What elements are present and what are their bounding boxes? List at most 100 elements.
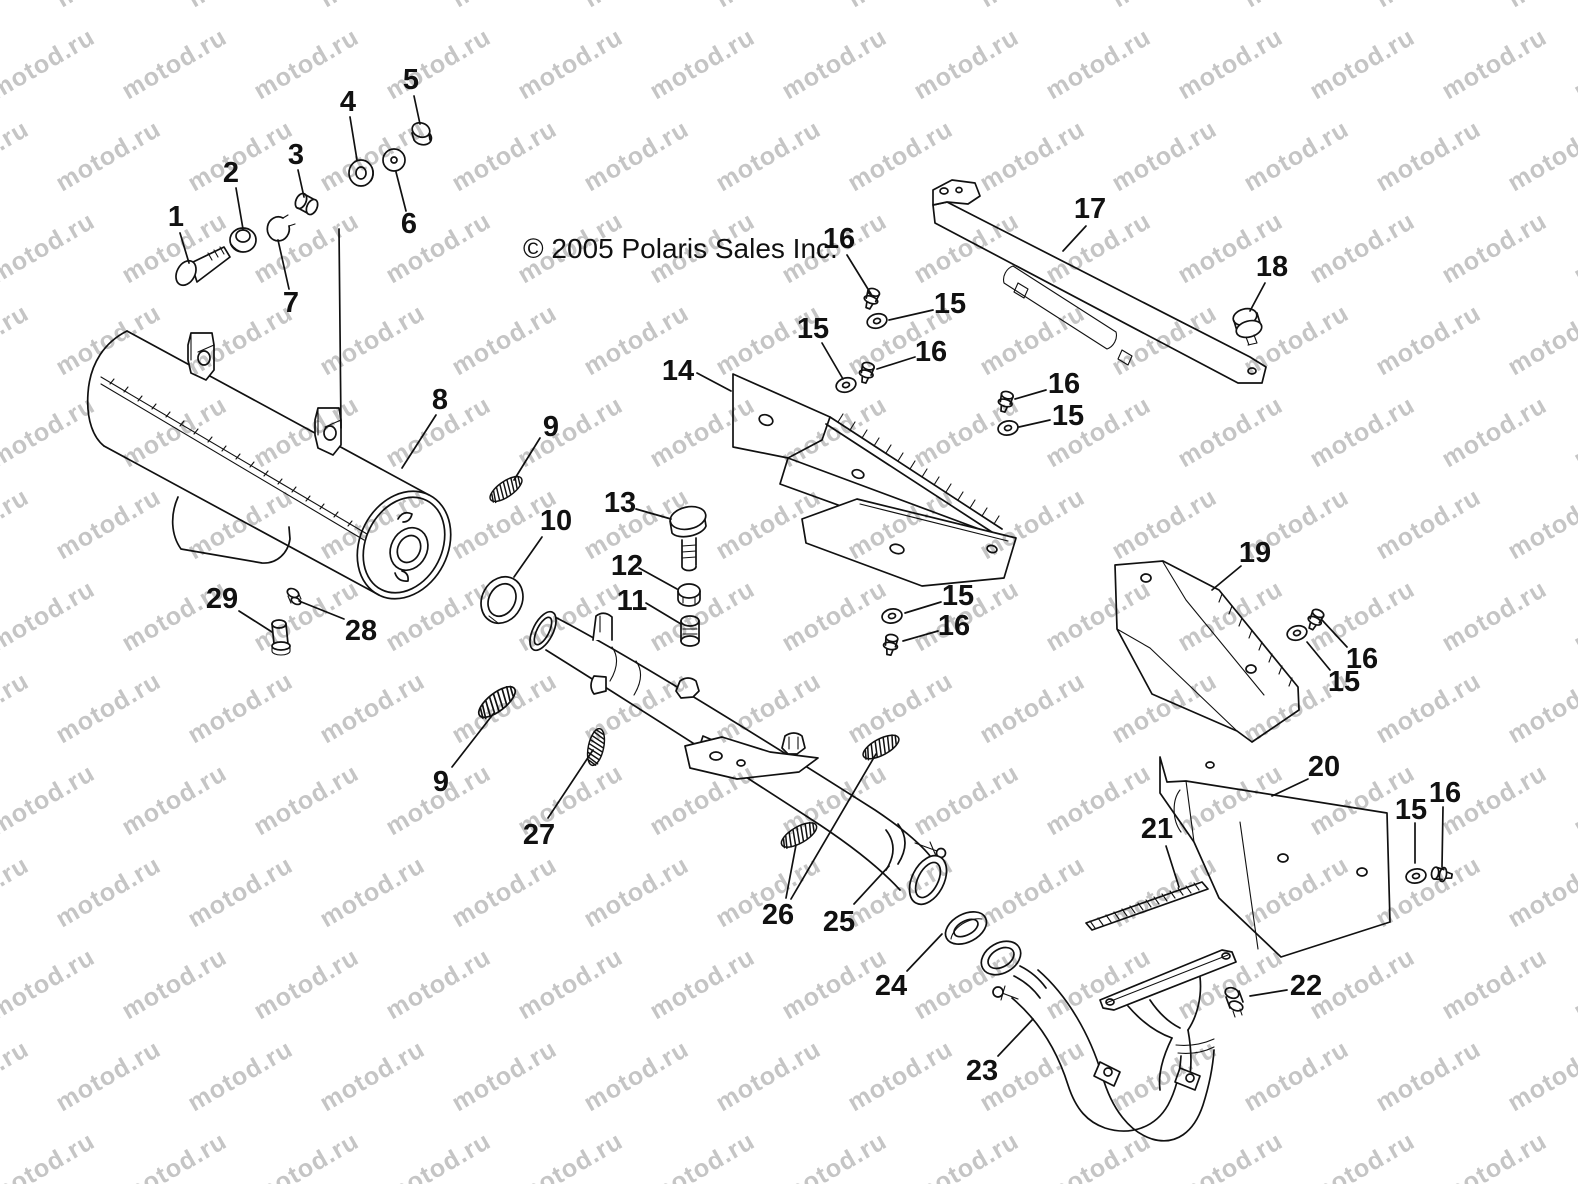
part-5-nut — [411, 121, 433, 146]
watermark-text: motod.ru — [843, 0, 958, 13]
callout-label-16: 16 — [1048, 368, 1080, 400]
leader-line — [997, 1018, 1034, 1057]
watermark-text: motod.ru — [51, 115, 166, 197]
callout-label-15: 15 — [934, 288, 966, 320]
copyright-text: © 2005 Polaris Sales Inc. — [523, 233, 838, 264]
watermark-text: motod.ru — [1305, 943, 1420, 1025]
leader-line — [696, 372, 732, 392]
callout-label-25: 25 — [823, 906, 855, 938]
watermark-text: motod.ru — [975, 667, 1090, 749]
watermark-text: motod.ru — [909, 1127, 1024, 1184]
watermark-text: motod.ru — [777, 575, 892, 657]
callout-label-7: 7 — [283, 287, 299, 319]
leader-line — [1321, 619, 1348, 648]
watermark-text: motod.ru — [1503, 115, 1578, 197]
leader-line — [547, 749, 594, 819]
watermark-text: motod.ru — [0, 23, 100, 105]
leader-line — [853, 865, 890, 905]
part-12-nut — [677, 583, 701, 607]
leader-line — [1441, 806, 1444, 868]
callout-label-12: 12 — [611, 550, 643, 582]
watermark-text: motod.ru — [843, 115, 958, 197]
watermark-text: motod.ru — [1107, 0, 1222, 13]
watermark-text: motod.ru — [579, 115, 694, 197]
watermark-text: motod.ru — [975, 851, 1090, 933]
watermark-text: motod.ru — [909, 759, 1024, 841]
callout-label-14: 14 — [662, 355, 694, 387]
leader-line — [888, 309, 934, 321]
leader-line — [1062, 225, 1087, 252]
part-23-front-pipe — [980, 940, 1237, 1142]
part-1-bolt — [175, 246, 231, 287]
watermark-text: motod.ru — [381, 1127, 496, 1184]
watermark-text: motod.ru — [183, 0, 298, 13]
watermark-text: motod.ru — [1107, 115, 1222, 197]
part-6-washer — [382, 148, 406, 172]
watermark-text: motod.ru — [381, 23, 496, 105]
watermark-text: motod.ru — [843, 667, 958, 749]
watermark-text: motod.ru — [1173, 23, 1288, 105]
watermark-text: motod.ru — [777, 23, 892, 105]
callout-label-6: 6 — [401, 208, 417, 240]
watermark-text: motod.ru — [447, 299, 562, 381]
watermark-text: motod.ru — [315, 1035, 430, 1117]
part-28-rivet — [286, 587, 302, 606]
part-24-seal — [944, 911, 988, 945]
watermark-text: motod.ru — [909, 391, 1024, 473]
watermark-text: motod.ru — [0, 299, 34, 381]
part-22-bolt — [1224, 986, 1244, 1018]
watermark-text: motod.ru — [975, 483, 1090, 565]
callout-label-13: 13 — [604, 487, 636, 519]
watermark-text: motod.ru — [843, 1035, 958, 1117]
callout-label-3: 3 — [288, 139, 304, 171]
watermark-text: motod.ru — [1107, 851, 1222, 933]
watermark-text: motod.ru — [909, 943, 1024, 1025]
watermark-text: motod.ru — [645, 943, 760, 1025]
watermark-text: motod.ru — [249, 943, 364, 1025]
leader-line — [1249, 989, 1288, 997]
leader-line — [179, 232, 190, 264]
part-16-bolt — [860, 285, 883, 312]
leader-line — [638, 567, 678, 590]
watermark-text: motod.ru — [0, 1127, 100, 1184]
watermark-text: motod.ru — [1305, 1127, 1420, 1184]
leader-line — [790, 753, 877, 900]
watermark-text: motod.ru — [0, 391, 100, 473]
watermark-text: motod.ru — [1041, 1127, 1156, 1184]
watermark-text: motod.ru — [117, 943, 232, 1025]
watermark-text: motod.ru — [51, 0, 166, 13]
watermark-text: motod.ru — [777, 1127, 892, 1184]
watermark-text: motod.ru — [1437, 391, 1552, 473]
watermark-text: motod.ru — [1305, 391, 1420, 473]
watermark-text: motod.ru — [117, 23, 232, 105]
watermark-text: motod.ru — [1041, 23, 1156, 105]
watermark-text: motod.ru — [645, 1127, 760, 1184]
leader-line — [298, 600, 345, 620]
watermark-text: motod.ru — [1107, 483, 1222, 565]
watermark-text: motod.ru — [0, 575, 100, 657]
leader-line — [1211, 565, 1242, 591]
callout-label-16: 16 — [1346, 643, 1378, 675]
callout-label-16: 16 — [1429, 777, 1461, 809]
watermark-text: motod.ru — [1239, 115, 1354, 197]
leader-line — [451, 712, 495, 768]
part-4-grommet — [348, 159, 374, 187]
leader-line — [297, 169, 305, 198]
watermark-text: motod.ru — [1239, 1035, 1354, 1117]
leader-line — [906, 933, 943, 972]
watermark-text: motod.ru — [1569, 207, 1578, 289]
watermark-text: motod.ru — [1173, 391, 1288, 473]
callout-layer: 1234567899101112131415151515151516161616… — [168, 64, 1461, 1087]
watermark-text: motod.ru — [1173, 1127, 1288, 1184]
watermark-text: motod.ru — [0, 0, 34, 13]
callout-label-20: 20 — [1308, 751, 1340, 783]
watermark-text: motod.ru — [51, 1035, 166, 1117]
watermark-text: motod.ru — [1569, 1127, 1578, 1184]
watermark-text: motod.ru — [1503, 667, 1578, 749]
part-7-snap-ring — [266, 214, 296, 242]
callout-label-16: 16 — [823, 223, 855, 255]
watermark-text: motod.ru — [1437, 1127, 1552, 1184]
watermark-text: motod.ru — [1569, 759, 1578, 841]
watermark-text: motod.ru — [1503, 483, 1578, 565]
